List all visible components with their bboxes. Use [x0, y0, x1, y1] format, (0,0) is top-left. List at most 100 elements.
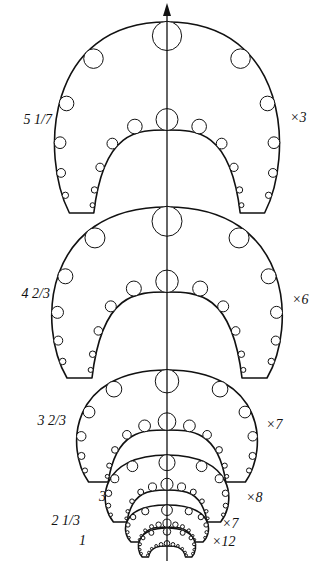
pore-circle: [212, 381, 228, 397]
pore-circle: [189, 536, 193, 540]
pore-circle: [57, 169, 66, 178]
pore-circle: [139, 543, 142, 546]
pore-circle: [77, 432, 86, 441]
pore-circle: [239, 406, 251, 418]
pore-circle: [96, 163, 104, 171]
pore-circle: [229, 228, 249, 248]
pore-circle: [128, 536, 130, 538]
ratio-label: 3: [99, 490, 106, 504]
pore-circle: [126, 523, 130, 527]
pore-circle: [222, 463, 227, 468]
pore-circle: [184, 551, 186, 553]
pore-circle: [231, 49, 251, 69]
pore-circle: [139, 420, 151, 432]
pore-circle: [107, 463, 112, 468]
pore-circle: [126, 510, 129, 513]
pore-circle: [82, 468, 87, 473]
pore-circle: [215, 475, 223, 483]
pore-circle: [193, 549, 195, 551]
pore-circle: [138, 489, 144, 495]
pore-circle: [126, 281, 141, 296]
pore-circle: [54, 336, 63, 345]
pore-circle: [177, 545, 180, 548]
pore-circle: [185, 554, 187, 556]
pore-circle: [84, 49, 104, 69]
pore-circle: [230, 163, 238, 171]
ratio-label: 2 1/3: [52, 514, 80, 528]
pore-circle: [216, 447, 223, 454]
pore-circle: [198, 514, 203, 519]
pore-circle: [140, 552, 142, 554]
pore-circle: [130, 499, 135, 504]
pore-circle: [184, 420, 196, 432]
pore-circle: [249, 452, 256, 459]
pore-circle: [142, 508, 149, 515]
pore-circle: [144, 529, 147, 532]
pore-circle: [231, 327, 240, 336]
pore-circle: [192, 119, 207, 134]
ratio-label: 1: [79, 534, 86, 548]
pore-circle: [59, 358, 66, 365]
pore-circle: [59, 96, 74, 111]
pore-circle: [156, 522, 161, 527]
pore-circle: [203, 430, 212, 439]
pore-circle: [54, 137, 66, 149]
pore-circle: [150, 547, 152, 549]
pore-circle: [141, 536, 145, 540]
pore-circle: [94, 327, 103, 336]
magnification-label: ×7: [222, 517, 238, 531]
pore-circle: [241, 367, 246, 372]
pore-circle: [225, 474, 229, 478]
pore-circle: [261, 269, 276, 284]
pore-circle: [246, 468, 251, 473]
pore-circle: [149, 530, 154, 535]
pore-circle: [105, 301, 116, 312]
pore-circle: [123, 430, 132, 439]
pore-circle: [51, 306, 63, 318]
pore-circle: [268, 137, 280, 149]
pore-circle: [216, 138, 227, 149]
pore-circle: [85, 228, 105, 248]
ratio-label: 4 2/3: [22, 287, 50, 301]
pore-circle: [238, 351, 245, 358]
pore-circle: [107, 138, 118, 149]
pore-circle: [58, 269, 73, 284]
pore-circle: [106, 381, 122, 397]
magnification-label: ×3: [290, 111, 306, 125]
pore-circle: [105, 490, 111, 496]
pore-circle: [155, 545, 158, 548]
pore-circle: [148, 483, 156, 491]
pore-circle: [127, 461, 138, 472]
pore-circle: [268, 358, 275, 365]
pore-circle: [125, 517, 128, 520]
pore-circle: [204, 536, 206, 538]
axis-arrowhead: [163, 3, 171, 16]
pore-circle: [205, 510, 208, 513]
pore-circle: [105, 474, 109, 478]
axis-line: [166, 14, 167, 561]
pore-circle: [90, 203, 95, 208]
pore-circle: [139, 549, 141, 551]
pore-circle: [200, 499, 205, 504]
pore-circle: [265, 192, 271, 198]
pore-circle: [271, 306, 283, 318]
pore-circle: [111, 475, 119, 483]
pore-circle: [193, 281, 208, 296]
pore-circle: [180, 530, 185, 535]
pore-circle: [171, 543, 175, 547]
pore-circle: [192, 552, 194, 554]
pore-circle: [173, 522, 178, 527]
pore-circle: [196, 461, 207, 472]
pore-circle: [180, 525, 184, 529]
pore-circle: [236, 187, 242, 193]
pore-circle: [205, 531, 208, 534]
pore-circle: [218, 301, 229, 312]
pore-circle: [223, 503, 228, 508]
pore-circle: [106, 503, 111, 508]
pore-circle: [126, 531, 129, 534]
pore-circle: [221, 513, 224, 516]
magnification-label: ×6: [292, 293, 308, 307]
pore-circle: [181, 547, 183, 549]
ratio-label: 5 1/7: [24, 113, 52, 127]
magnification-label: ×7: [266, 418, 282, 432]
